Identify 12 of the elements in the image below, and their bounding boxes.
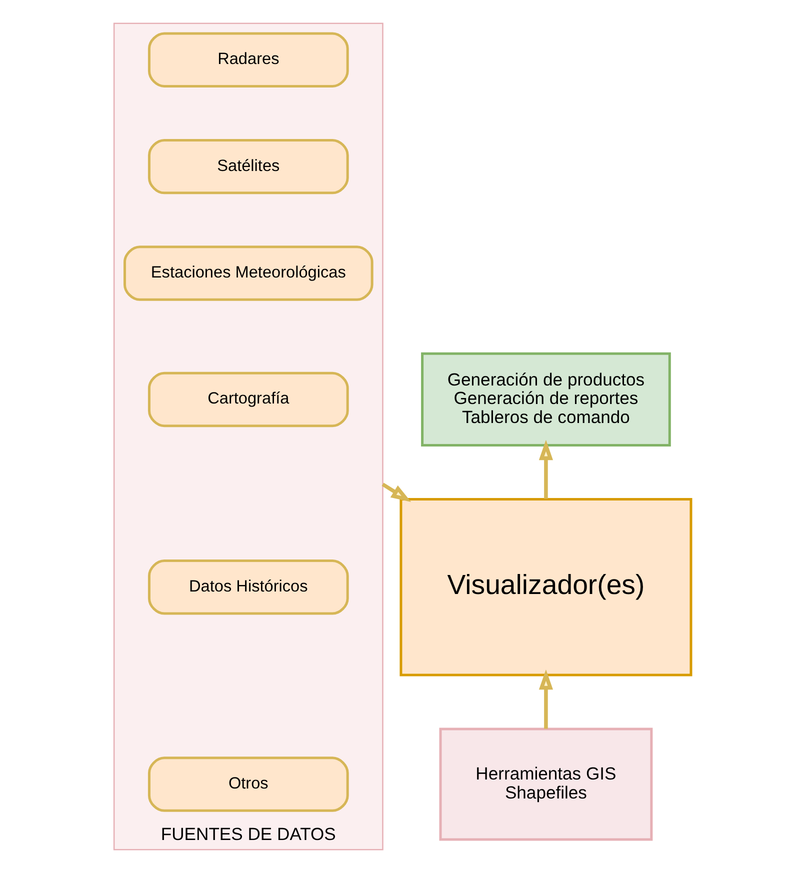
node-box: Generación de productos Generación de reportes Tableros de comando (421, 352, 671, 447)
node-box: Herramientas GIS Shapefiles (439, 728, 653, 841)
node-box: Radares (148, 32, 349, 88)
node-box: Satélites (148, 138, 349, 194)
node-box: Datos Históricos (148, 560, 349, 615)
arrow (382, 482, 412, 502)
arrow (538, 440, 554, 499)
node-box: Cartografía (148, 372, 349, 428)
node-box: Otros (148, 756, 349, 812)
node-box: Estaciones Meteorológicas (123, 246, 374, 301)
arrow (538, 669, 554, 729)
node-box: Visualizador(es) (400, 498, 692, 676)
